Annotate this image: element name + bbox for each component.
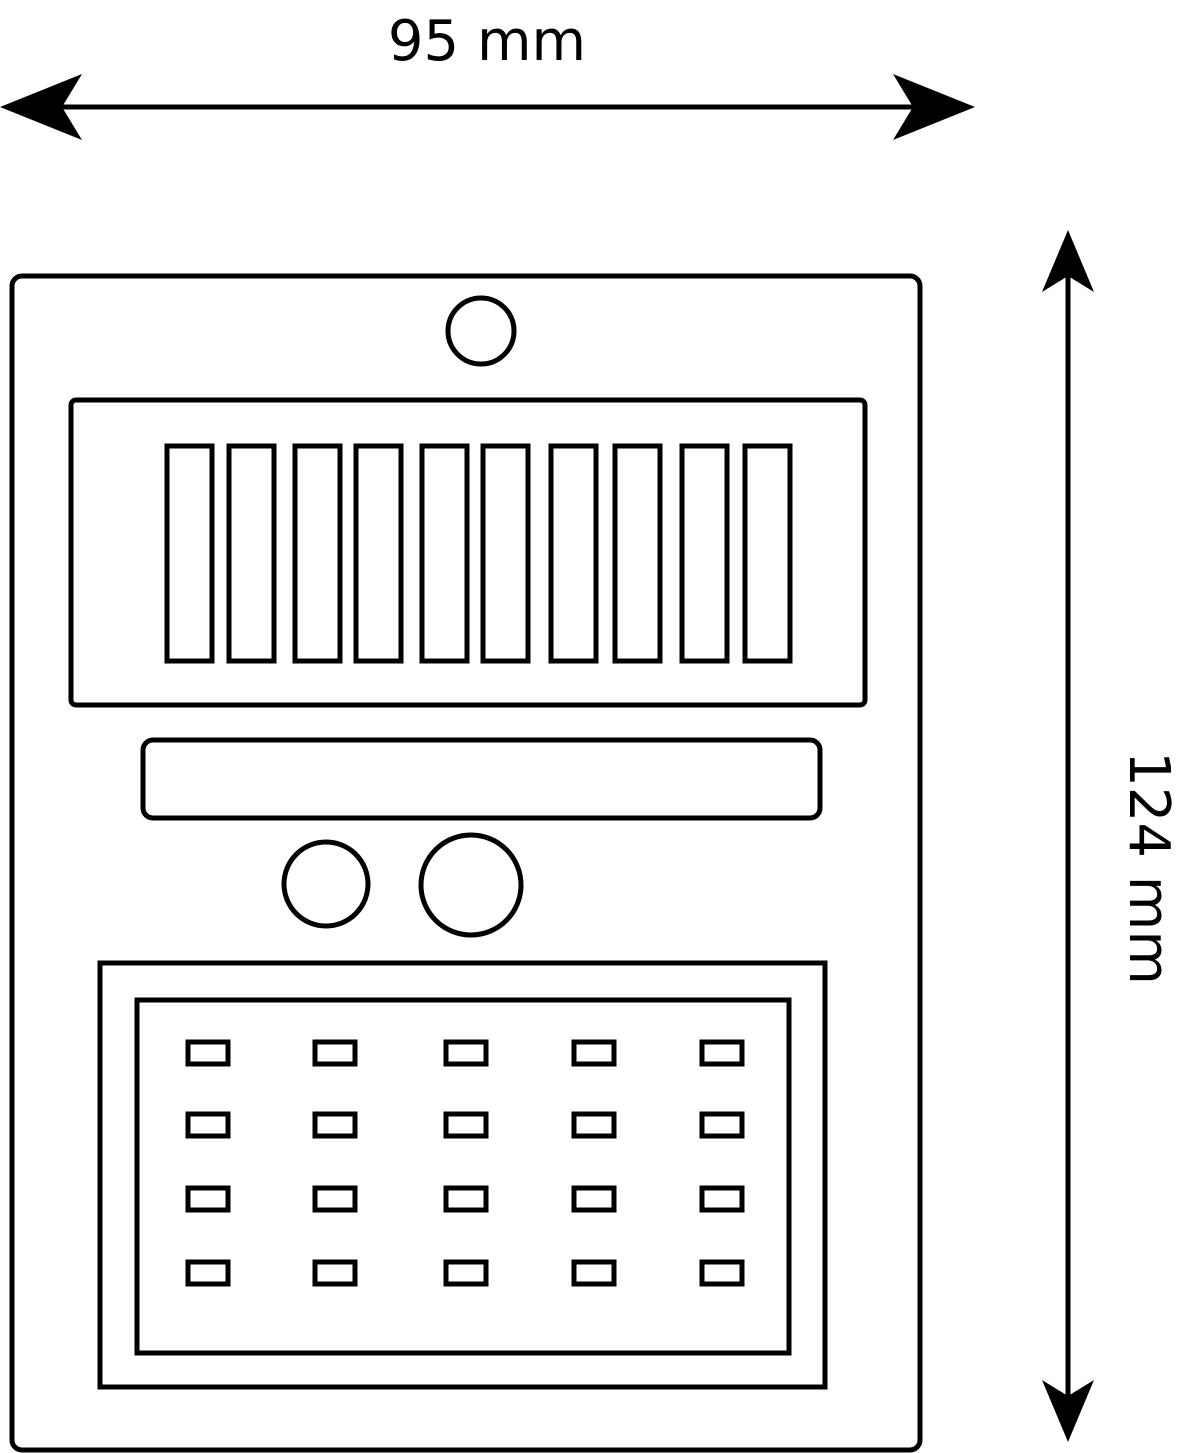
arrowhead-right-icon xyxy=(893,74,975,140)
solar-cell xyxy=(353,443,404,664)
sensor-small xyxy=(281,839,371,929)
led xyxy=(699,1039,745,1067)
device-body xyxy=(9,273,923,1453)
arrowhead-bottom-icon xyxy=(1042,1380,1094,1442)
solar-cell xyxy=(226,443,277,664)
led xyxy=(443,1185,489,1213)
solar-cell xyxy=(742,443,793,664)
arrowhead-left-icon xyxy=(0,74,82,140)
height-arrow xyxy=(1042,230,1094,1442)
solar-cell xyxy=(480,443,531,664)
led xyxy=(699,1111,745,1139)
led-grid xyxy=(185,1039,745,1287)
led xyxy=(185,1039,231,1067)
led-frame-outer xyxy=(97,960,828,1390)
led xyxy=(185,1185,231,1213)
arrowhead-top-icon xyxy=(1042,230,1094,292)
led xyxy=(699,1185,745,1213)
led xyxy=(443,1259,489,1287)
solar-cell xyxy=(679,443,730,664)
width-label: 95 mm xyxy=(388,9,586,74)
led xyxy=(185,1111,231,1139)
solar-cells xyxy=(164,443,793,664)
led xyxy=(699,1259,745,1287)
led xyxy=(571,1039,617,1067)
led xyxy=(185,1259,231,1287)
solar-cell xyxy=(292,443,343,664)
led xyxy=(312,1185,358,1213)
led xyxy=(312,1111,358,1139)
solar-cell xyxy=(164,443,215,664)
led xyxy=(571,1185,617,1213)
led-frame-inner xyxy=(134,997,792,1356)
solar-cell xyxy=(548,443,599,664)
led xyxy=(571,1111,617,1139)
led xyxy=(312,1039,358,1067)
solar-panel xyxy=(68,397,868,708)
top-hole xyxy=(445,295,517,367)
solar-cell xyxy=(612,443,663,664)
sensor-large xyxy=(418,832,524,938)
width-arrow xyxy=(0,74,975,140)
led xyxy=(443,1111,489,1139)
light-bar xyxy=(140,737,823,821)
led xyxy=(443,1039,489,1067)
height-label: 124 mm xyxy=(1116,751,1181,985)
led xyxy=(571,1259,617,1287)
solar-cell xyxy=(419,443,470,664)
led xyxy=(312,1259,358,1287)
